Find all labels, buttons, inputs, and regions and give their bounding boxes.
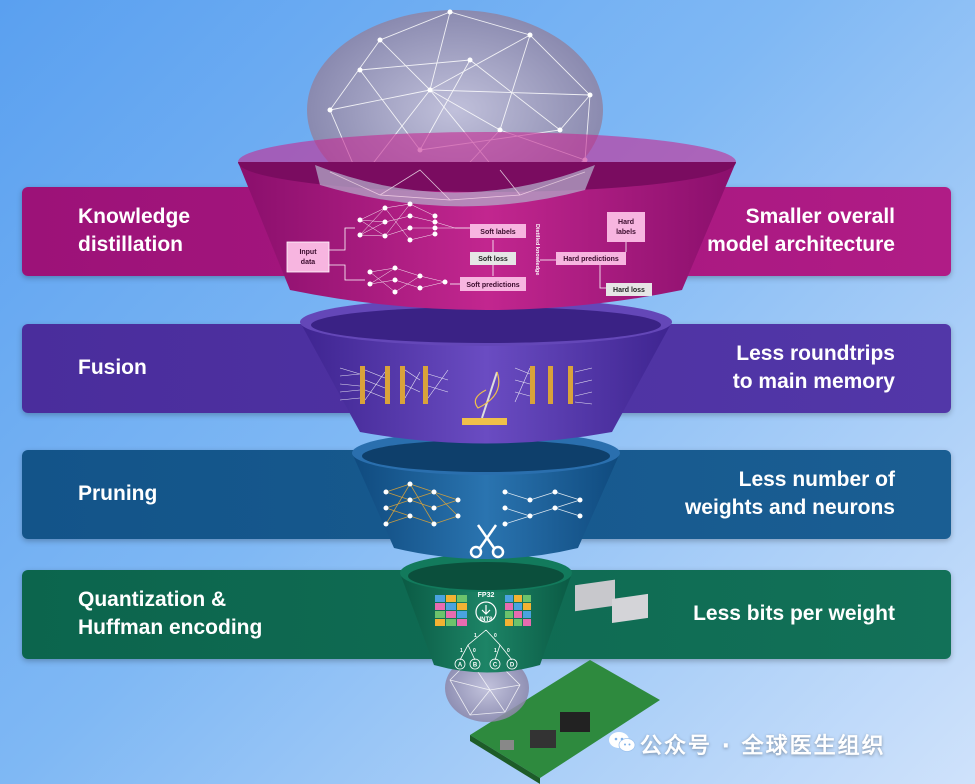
stage-2-left-label: Fusion [78, 356, 147, 379]
svg-text:A: A [458, 663, 463, 669]
quantization-illustration: FP32 INT8 1 0 1 0 1 0 A B C [435, 592, 531, 670]
input-data-line1: Input [299, 249, 317, 256]
int8-weight-grid [505, 595, 531, 626]
input-data-box [286, 241, 330, 273]
sparse-network-edges [504, 491, 581, 525]
hard-predictions-text: Hard predictions [563, 256, 619, 263]
scissors-icon [469, 524, 505, 559]
svg-text:0: 0 [473, 648, 476, 654]
soft-loss-box [470, 252, 516, 265]
fusion-illustration [339, 366, 593, 425]
funnel-stage-3 [352, 431, 620, 559]
stage-1-left-label: Knowledge distillation [78, 205, 191, 256]
svg-text:1: 1 [494, 648, 497, 654]
globe-front-icon [315, 165, 595, 207]
dense-network-edges [385, 483, 459, 525]
needle-thread-icon [462, 371, 507, 425]
student-network-icon [369, 267, 446, 293]
pruning-illustration [383, 481, 583, 559]
input-data-line2: data [301, 259, 316, 266]
soft-loss-text: Soft loss [478, 256, 508, 263]
fusion-layers-right-bars [530, 366, 573, 404]
hard-loss-box [606, 283, 652, 296]
huffman-tree-bits: 1 0 1 0 1 0 [460, 633, 510, 654]
svg-text:1: 1 [474, 633, 477, 639]
hard-labels-box [607, 212, 645, 242]
sparse-network-nodes [502, 489, 583, 527]
fusion-layers-left-icon [339, 367, 449, 401]
svg-text:D: D [510, 663, 515, 669]
stage-3-right-label: Less number of weights and neurons [684, 468, 895, 519]
stage-1-right-label: Smaller overall model architecture [707, 205, 895, 256]
huffman-tree-icon [459, 629, 513, 661]
soft-predictions-box [460, 277, 526, 291]
hard-predictions-box [556, 252, 626, 265]
distilled-knowledge-text: Distilled knowledge [534, 224, 540, 275]
fp32-to-int8-icon: FP32 INT8 [475, 592, 497, 623]
svg-text:0: 0 [507, 648, 510, 654]
soft-labels-text: Soft labels [480, 229, 516, 236]
hard-labels-line1: Hard [618, 219, 634, 226]
teacher-network-nodes [357, 201, 438, 243]
svg-text:0: 0 [494, 633, 497, 639]
wechat-icon [609, 732, 636, 752]
soft-predictions-text: Soft predictions [466, 282, 519, 289]
fusion-layers-right-icon [514, 367, 593, 405]
svg-text:1: 1 [460, 648, 463, 654]
stage-4-left-label: Quantization & Huffman encoding [78, 588, 263, 639]
student-network-nodes [367, 265, 448, 295]
stage-2-right-label: Less roundtrips to main memory [732, 342, 895, 393]
stage-3-left-label: Pruning [78, 482, 158, 505]
hard-loss-text: Hard loss [613, 287, 645, 294]
circuit-board-icon [470, 579, 660, 784]
distillation-diagram: Input data [286, 201, 652, 296]
hard-labels-line2: labels [616, 229, 636, 236]
teacher-network-icon [359, 203, 456, 241]
watermark-text: 公众号 · 全球医生组织 [640, 734, 886, 759]
svg-text:B: B [473, 663, 478, 669]
stage-4-right-label: Less bits per weight [693, 602, 895, 625]
fp32-label: FP32 [478, 592, 495, 599]
huffman-leaves: A B C D [454, 658, 518, 670]
fp32-weight-grid [435, 595, 467, 626]
soft-labels-box [470, 224, 526, 238]
svg-text:C: C [493, 663, 498, 669]
int8-label: INT8 [479, 617, 493, 623]
funnel-stage-2 [300, 298, 672, 444]
fusion-layers-left-bars [360, 366, 428, 404]
dense-network-nodes [383, 481, 461, 527]
